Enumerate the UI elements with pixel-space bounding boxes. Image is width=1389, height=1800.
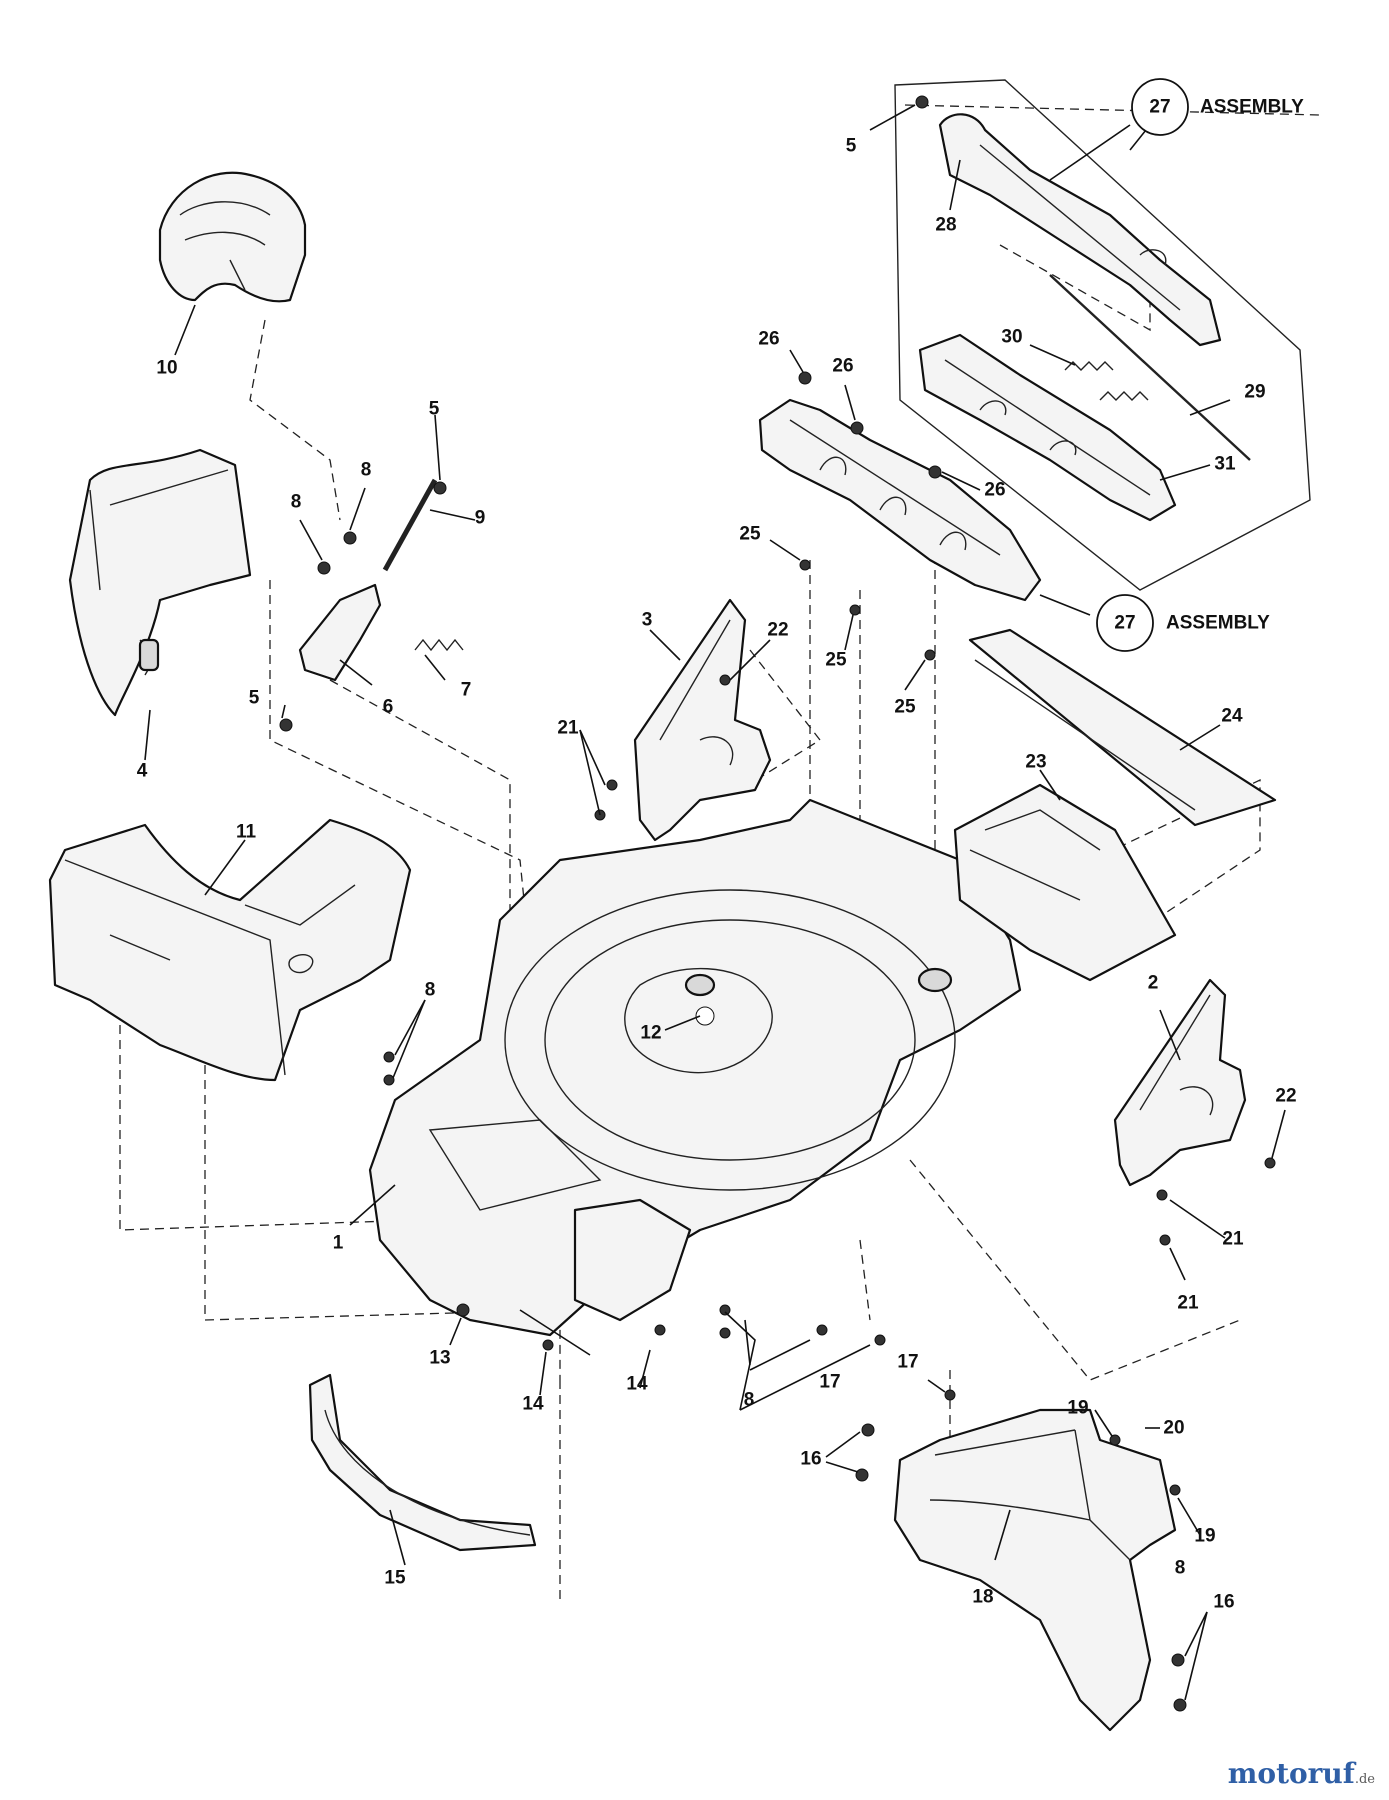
assembly-label: ASSEMBLY xyxy=(1200,97,1304,118)
callout-14: 14 xyxy=(522,1394,544,1415)
callout-16: 16 xyxy=(1213,1592,1234,1613)
callout-8: 8 xyxy=(291,492,302,513)
callout-30: 30 xyxy=(1001,327,1022,348)
callout-17: 17 xyxy=(819,1372,840,1393)
callout-2: 2 xyxy=(1148,973,1159,994)
callout-21: 21 xyxy=(557,718,579,739)
callout-22: 22 xyxy=(767,620,788,641)
callout-10: 10 xyxy=(156,358,177,379)
callout-15: 15 xyxy=(384,1568,406,1589)
callout-25: 25 xyxy=(894,697,916,718)
callout-1: 1 xyxy=(333,1233,344,1254)
callout-20: 20 xyxy=(1163,1418,1184,1439)
callout-4: 4 xyxy=(137,761,148,782)
part-3-height-adjuster-left xyxy=(633,598,772,842)
callout-26: 26 xyxy=(832,356,853,377)
part-15-rear-skirt xyxy=(308,1373,537,1552)
callout-8: 8 xyxy=(1175,1558,1186,1579)
hardware xyxy=(279,95,1276,1712)
callout-29: 29 xyxy=(1244,382,1265,403)
callout-19: 19 xyxy=(1067,1398,1088,1419)
watermark-logo: motoruf.de xyxy=(1228,1757,1375,1790)
callout-18: 18 xyxy=(972,1587,993,1608)
callout-26: 26 xyxy=(984,480,1005,501)
part-27-assembly-group xyxy=(894,79,1311,591)
assembly-27-callout-middle: 27 ASSEMBLY xyxy=(1096,594,1270,652)
callout-21: 21 xyxy=(1177,1293,1199,1314)
callout-13: 13 xyxy=(429,1348,450,1369)
watermark-tld: .de xyxy=(1354,1772,1375,1787)
part-18-discharge-chute xyxy=(893,1408,1177,1732)
part-11-front-shroud xyxy=(48,818,412,1082)
part-24-plate xyxy=(968,628,1277,827)
callout-26: 26 xyxy=(758,329,779,350)
callout-14: 14 xyxy=(626,1374,648,1395)
parts-6-7-9-pivot-assembly xyxy=(298,478,464,682)
callout-5: 5 xyxy=(429,399,440,420)
assembly-number: 27 xyxy=(1114,613,1135,634)
callout-22: 22 xyxy=(1275,1086,1296,1107)
part-callouts: 1 2 3 4 5 5 5 6 7 8 8 8 8 8 9 10 11 12 1… xyxy=(137,136,1297,1613)
callout-8: 8 xyxy=(744,1390,755,1411)
callout-5: 5 xyxy=(846,136,857,157)
assembly-label: ASSEMBLY xyxy=(1166,613,1270,634)
callout-25: 25 xyxy=(825,650,847,671)
callout-6: 6 xyxy=(383,697,394,718)
callout-8: 8 xyxy=(361,460,372,481)
part-1-mower-deck xyxy=(368,798,1022,1337)
part-4-rear-flap xyxy=(68,448,252,717)
callout-25: 25 xyxy=(739,524,761,545)
part-10-rear-cover xyxy=(158,171,307,303)
callout-23: 23 xyxy=(1025,752,1046,773)
watermark-brand: motoruf xyxy=(1227,1757,1355,1790)
callout-24: 24 xyxy=(1221,706,1243,727)
callout-28: 28 xyxy=(935,215,956,236)
callout-11: 11 xyxy=(236,822,257,843)
callout-21: 21 xyxy=(1222,1229,1244,1250)
callout-19: 19 xyxy=(1194,1526,1215,1547)
part-27-handle-bracket xyxy=(758,398,1042,602)
callout-5: 5 xyxy=(249,688,260,709)
assembly-number: 27 xyxy=(1149,97,1170,118)
part-23-chute-door xyxy=(953,783,1177,982)
callout-16: 16 xyxy=(800,1449,821,1470)
part-2-height-adjuster-right xyxy=(1113,978,1247,1187)
callout-12: 12 xyxy=(640,1023,661,1044)
assembly-27-callout-top: 27 ASSEMBLY xyxy=(1131,78,1304,136)
callout-3: 3 xyxy=(642,610,653,631)
leader-lines xyxy=(144,104,1286,1701)
callout-31: 31 xyxy=(1214,454,1236,475)
callout-9: 9 xyxy=(475,508,486,529)
callout-17: 17 xyxy=(897,1352,918,1373)
callout-8: 8 xyxy=(425,980,436,1001)
callout-7: 7 xyxy=(461,680,472,701)
